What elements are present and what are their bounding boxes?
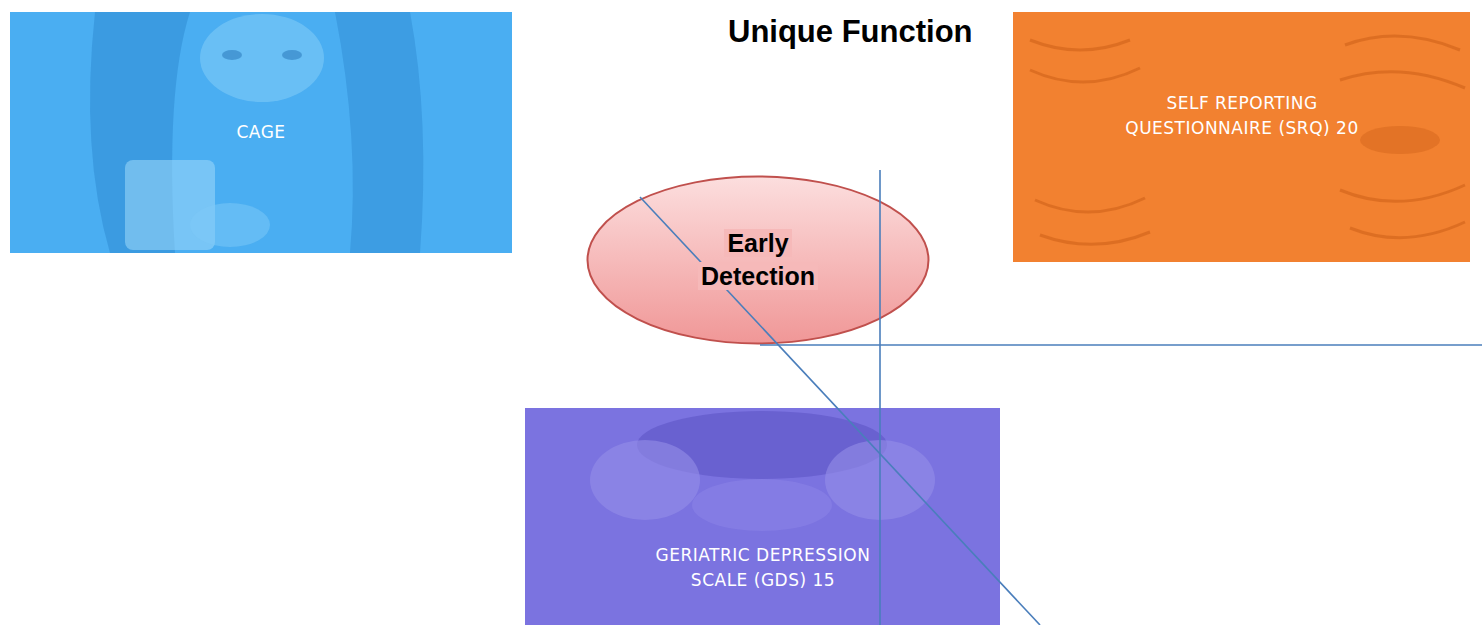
hair-shape bbox=[335, 12, 423, 253]
photo-card: GERIATRIC DEPRESSION SCALE (GDS) 15 bbox=[525, 408, 1000, 625]
text-line: CAGE bbox=[161, 120, 361, 145]
decor-line bbox=[640, 197, 1040, 625]
text-wrap: SELF REPORTING QUESTIONNAIRE (SRQ) 20 bbox=[1107, 91, 1377, 140]
decor-line bbox=[760, 344, 1482, 346]
node-label: Early Detection bbox=[698, 229, 818, 290]
decor-line bbox=[879, 170, 881, 625]
text-wrap: GERIATRIC DEPRESSION SCALE (GDS) 15 bbox=[638, 543, 888, 592]
hand-shape bbox=[825, 440, 935, 520]
face-shape bbox=[692, 479, 832, 531]
photo-card: SELF REPORTING QUESTIONNAIRE (SRQ) 20 bbox=[1013, 12, 1470, 262]
photo-panel bbox=[525, 408, 1000, 625]
node-label: CAGE bbox=[236, 122, 285, 142]
text-wrap: CAGE bbox=[161, 120, 361, 145]
eye-shape bbox=[282, 50, 302, 60]
text-line: GERIATRIC DEPRESSION SCALE (GDS) 15 bbox=[638, 543, 888, 592]
ellipse-node: Early Detection bbox=[586, 175, 930, 345]
eye-shape bbox=[1360, 126, 1440, 154]
text-line: SELF REPORTING QUESTIONNAIRE (SRQ) 20 bbox=[1107, 91, 1377, 140]
text-wrap: Early Detection bbox=[683, 227, 833, 292]
text-line: Early Detection bbox=[683, 227, 833, 292]
node-label: GERIATRIC DEPRESSION SCALE (GDS) 15 bbox=[653, 545, 874, 590]
node-label: SELF REPORTING QUESTIONNAIRE (SRQ) 20 bbox=[1125, 93, 1358, 138]
diagram-title: Unique Function bbox=[728, 14, 973, 50]
hand-shape bbox=[590, 440, 700, 520]
photo-panel bbox=[10, 12, 512, 253]
ellipse-outline bbox=[586, 175, 930, 345]
photo-panel bbox=[1013, 12, 1470, 262]
wrinkle-lines bbox=[1030, 40, 1150, 244]
hand-shape bbox=[190, 203, 270, 247]
eye-shape bbox=[222, 50, 242, 60]
face-shape bbox=[200, 14, 324, 102]
photo-card: CAGE bbox=[10, 12, 512, 253]
ellipse-shape bbox=[588, 177, 929, 344]
wrinkle-lines bbox=[1340, 36, 1465, 238]
